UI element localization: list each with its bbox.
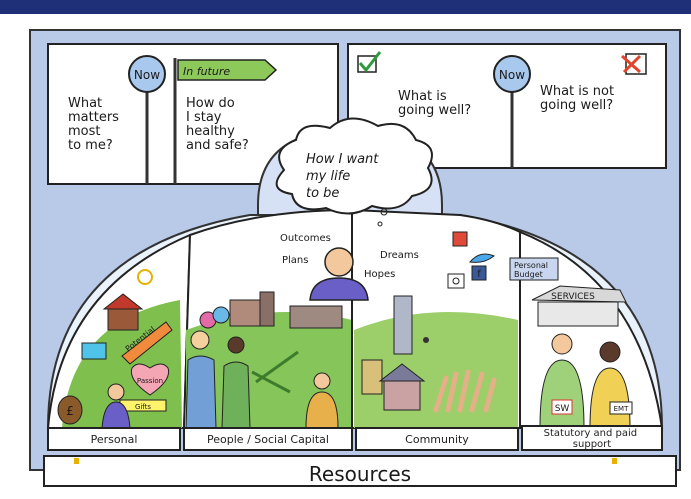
cross-box-icon [625, 53, 647, 75]
now-sign-left-label: Now [134, 68, 160, 82]
checkmark-icon [358, 51, 382, 73]
emt-badge [609, 401, 633, 415]
people-face-icon [190, 330, 210, 350]
future-flag-label: In future [183, 65, 230, 78]
personal-budget-sign [509, 257, 559, 281]
sun-icon [137, 269, 153, 285]
town-row-icon [289, 305, 343, 329]
houses-roof-icon [378, 363, 426, 382]
sw-badge [551, 399, 573, 415]
personal-hill [62, 300, 182, 428]
town-tower-icon [259, 291, 275, 327]
raised-hands-icon [433, 369, 497, 413]
paramedic-face [599, 341, 621, 363]
future-flag [177, 59, 278, 81]
central-person-face [324, 247, 354, 277]
houses-icon [383, 379, 421, 411]
social-worker-icon [539, 359, 585, 429]
banner-tab-icon [612, 458, 617, 464]
section-label-personal: Personal [47, 427, 181, 451]
outcomes-label: Outcomes [280, 233, 331, 244]
people-figure-icon [221, 361, 251, 429]
now-sign-left [128, 55, 166, 93]
svg-text:Community: Community [405, 433, 469, 446]
services-roof [531, 285, 627, 303]
dreams-label: Dreams [380, 250, 419, 261]
gifts-label: Gifts [135, 403, 151, 411]
connection-arrow-icon [255, 350, 299, 384]
person-icon [313, 372, 331, 390]
youtube-icon [452, 231, 468, 247]
lamp-icon [423, 337, 429, 343]
person-icon [107, 383, 125, 401]
facebook-letter-icon: f [477, 269, 481, 280]
crowd-icon [212, 306, 230, 324]
top-banner-bar [0, 0, 691, 14]
services-label: SERVICES [551, 292, 595, 302]
passion-label: Passion [137, 377, 163, 385]
question-not-going-well: What is not going well? [540, 84, 618, 113]
people-face-icon [227, 336, 245, 354]
twitter-bird-icon [469, 253, 495, 263]
svg-text:People / Social Capital: People / Social Capital [207, 433, 329, 446]
resources-banner [43, 455, 677, 487]
church-icon [361, 359, 383, 395]
money-bag-icon [57, 395, 83, 425]
section-label-statutory: Statutory and paid support [521, 425, 663, 451]
services-building [537, 301, 619, 327]
camera-lens-icon [452, 277, 460, 285]
thought-cloud [275, 117, 433, 215]
facebook-icon [471, 265, 487, 281]
camera-icon [447, 273, 465, 289]
cloud-title: How I want my life to be [306, 152, 383, 201]
thought-bubble-dot [380, 208, 388, 216]
social-worker-face [551, 333, 573, 355]
cross-mark-icon [621, 54, 642, 74]
thought-bubble-dot [377, 221, 383, 227]
question-going-well: What is going well? [398, 89, 471, 118]
house-roof-icon [102, 293, 144, 310]
sw-badge-label: SW [555, 404, 570, 414]
svg-text:Statutory and paid sup: Statutory and paid support [544, 428, 641, 450]
person-body-icon [305, 391, 339, 429]
now-sign-right-label: Now [499, 68, 525, 82]
people-figure-icon [185, 355, 217, 429]
section-label-people: People / Social Capital [183, 427, 353, 451]
now-sign-right [493, 55, 531, 93]
central-person-icon [309, 277, 369, 301]
connection-arrow-icon [251, 370, 291, 394]
banner-tab-icon [74, 458, 79, 464]
emt-badge-label: EMT [614, 405, 629, 413]
hopes-label: Hopes [364, 269, 395, 280]
personal-budget-label: Personal Budget [514, 261, 551, 279]
svg-text:Personal: Personal [91, 433, 138, 446]
heart-icon [130, 363, 170, 396]
person-body-icon [101, 401, 131, 429]
pound-sign-icon: £ [66, 404, 74, 418]
tower-block-icon [393, 295, 413, 355]
question-healthy-safe: How do I stay healthy and safe? [186, 96, 249, 153]
laptop-icon [81, 342, 107, 360]
potential-arrow [121, 321, 173, 365]
resources-label: Resources [309, 462, 411, 486]
question-what-matters: What matters most to me? [68, 96, 123, 153]
section-label-community: Community [355, 427, 519, 451]
house-icon [107, 307, 139, 331]
plans-label: Plans [282, 255, 308, 266]
